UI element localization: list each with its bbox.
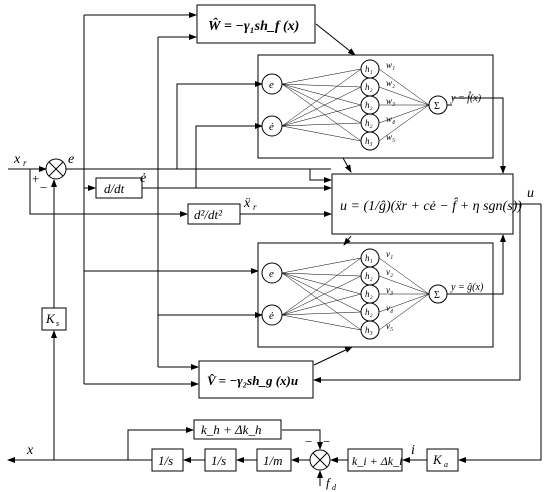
- svg-text:r: r: [23, 158, 27, 168]
- nn_bottom-output-label: y = ĝ(x): [450, 282, 484, 293]
- nn_bottom-hidden-node-5: [360, 320, 380, 340]
- label-xr: x: [13, 152, 21, 167]
- v-update-law-text: V̂ = −γ₂sh_g (x)u: [207, 373, 298, 388]
- nn_top-hidden-label-2: h₂: [365, 82, 373, 92]
- label-e: e: [68, 152, 74, 167]
- label-minus-kh: −: [305, 434, 312, 449]
- nn_bottom-hidden-label-3: h₂: [365, 289, 373, 299]
- nn_bottom-sum-label: Σ: [434, 290, 440, 301]
- nn_top-output-label: y = f̂(x): [450, 91, 482, 104]
- w-update-law-box: [196, 4, 316, 44]
- nn_bottom-hidden-label-2: h₂: [365, 271, 373, 281]
- svg-text:r: r: [253, 202, 257, 212]
- nn_bottom-hidden-label-5: h₃: [365, 325, 373, 335]
- v-update-law-box: [198, 360, 314, 399]
- nn-f-frame: [257, 54, 494, 159]
- control-law-text: u = (1/ĝ)(ẍr + cė − f̂ + η sgn(s)): [340, 197, 522, 214]
- signal-labels: x r + − e ė ẍ r u x i f d − −: [13, 152, 534, 492]
- d2dt2-text: d²/dt²: [194, 207, 223, 222]
- kh-text: k_h + Δk_h: [201, 422, 261, 437]
- label-x: x: [26, 443, 34, 458]
- nn_top-hidden-label-4: h₂: [365, 118, 373, 128]
- nn_top-weight-3: w₃: [386, 96, 395, 106]
- nn_bottom-hidden-label-1: h₁: [365, 253, 373, 263]
- label-xr-ddot: ẍ: [243, 196, 251, 211]
- nn-g-network: v₁ v₂ v₃ v₄ v₅ e ė h₁ h₂ h₂ h₂ h₃ Σy = ĝ(x): [261, 248, 484, 340]
- nn-f-network: w₁ w₂ w₃ w₄ w₅ e ė h₁ h₂ h₂ h₂ h₃ Σy = f̂(x): [261, 59, 482, 151]
- nn_bottom-weight-2: v₂: [386, 267, 393, 277]
- nn_top-weight-2: w₂: [386, 78, 395, 88]
- nn_top-sum-label: Σ: [434, 101, 440, 112]
- nn_top-hidden-label-1: h₁: [365, 64, 373, 74]
- ki-text: k_i + Δk_i: [352, 454, 402, 468]
- label-edot: ė: [140, 171, 146, 186]
- nn_bottom-weight-3: v₃: [386, 285, 393, 295]
- label-minus-ki: −: [323, 434, 330, 449]
- kh-block: [193, 419, 282, 440]
- label-plus: +: [32, 171, 39, 186]
- nn_bottom-input-label-2: ė: [269, 310, 274, 322]
- ks-text: K: [45, 311, 56, 326]
- integrator-2-text: 1/s: [211, 453, 226, 468]
- svg-text:a: a: [444, 460, 448, 469]
- ka-text: K: [432, 452, 443, 467]
- nn_bottom-weight-5: v₅: [386, 321, 393, 331]
- label-i: i: [411, 443, 415, 458]
- nn_top-input-label-1: e: [269, 79, 274, 91]
- nn_top-input-label-2: ė: [269, 121, 274, 133]
- ddt-text: d/dt: [104, 181, 125, 196]
- nn_top-weight-1: w₁: [386, 60, 395, 70]
- label-minus: −: [40, 180, 47, 195]
- nn_bottom-weight-4: v₄: [386, 303, 393, 313]
- ka-block: [426, 448, 459, 472]
- nn_top-weight-5: w₅: [386, 132, 395, 142]
- nn_top-hidden-label-5: h₃: [365, 136, 373, 146]
- nn_bottom-input-label-1: e: [269, 268, 274, 280]
- signal-wires: [7, 12, 542, 486]
- nn_bottom-input-node-1: [261, 262, 283, 284]
- nn_top-weight-4: w₄: [386, 114, 395, 124]
- nn_bottom-weight-1: v₁: [386, 249, 393, 259]
- label-u: u: [527, 186, 534, 201]
- svg-text:d: d: [332, 483, 337, 492]
- nn_top-hidden-label-3: h₂: [365, 100, 373, 110]
- label-fd: f: [326, 475, 332, 490]
- w-update-law-text: Ŵ = −γ₁sh_f (x): [208, 17, 299, 34]
- nn_bottom-hidden-label-4: h₂: [365, 307, 373, 317]
- nn_top-hidden-node-5: [360, 131, 380, 151]
- mass-text: 1/m: [263, 453, 283, 468]
- integrator-1-text: 1/s: [158, 453, 173, 468]
- nn-g-frame: [257, 242, 494, 348]
- svg-text:s: s: [56, 319, 59, 328]
